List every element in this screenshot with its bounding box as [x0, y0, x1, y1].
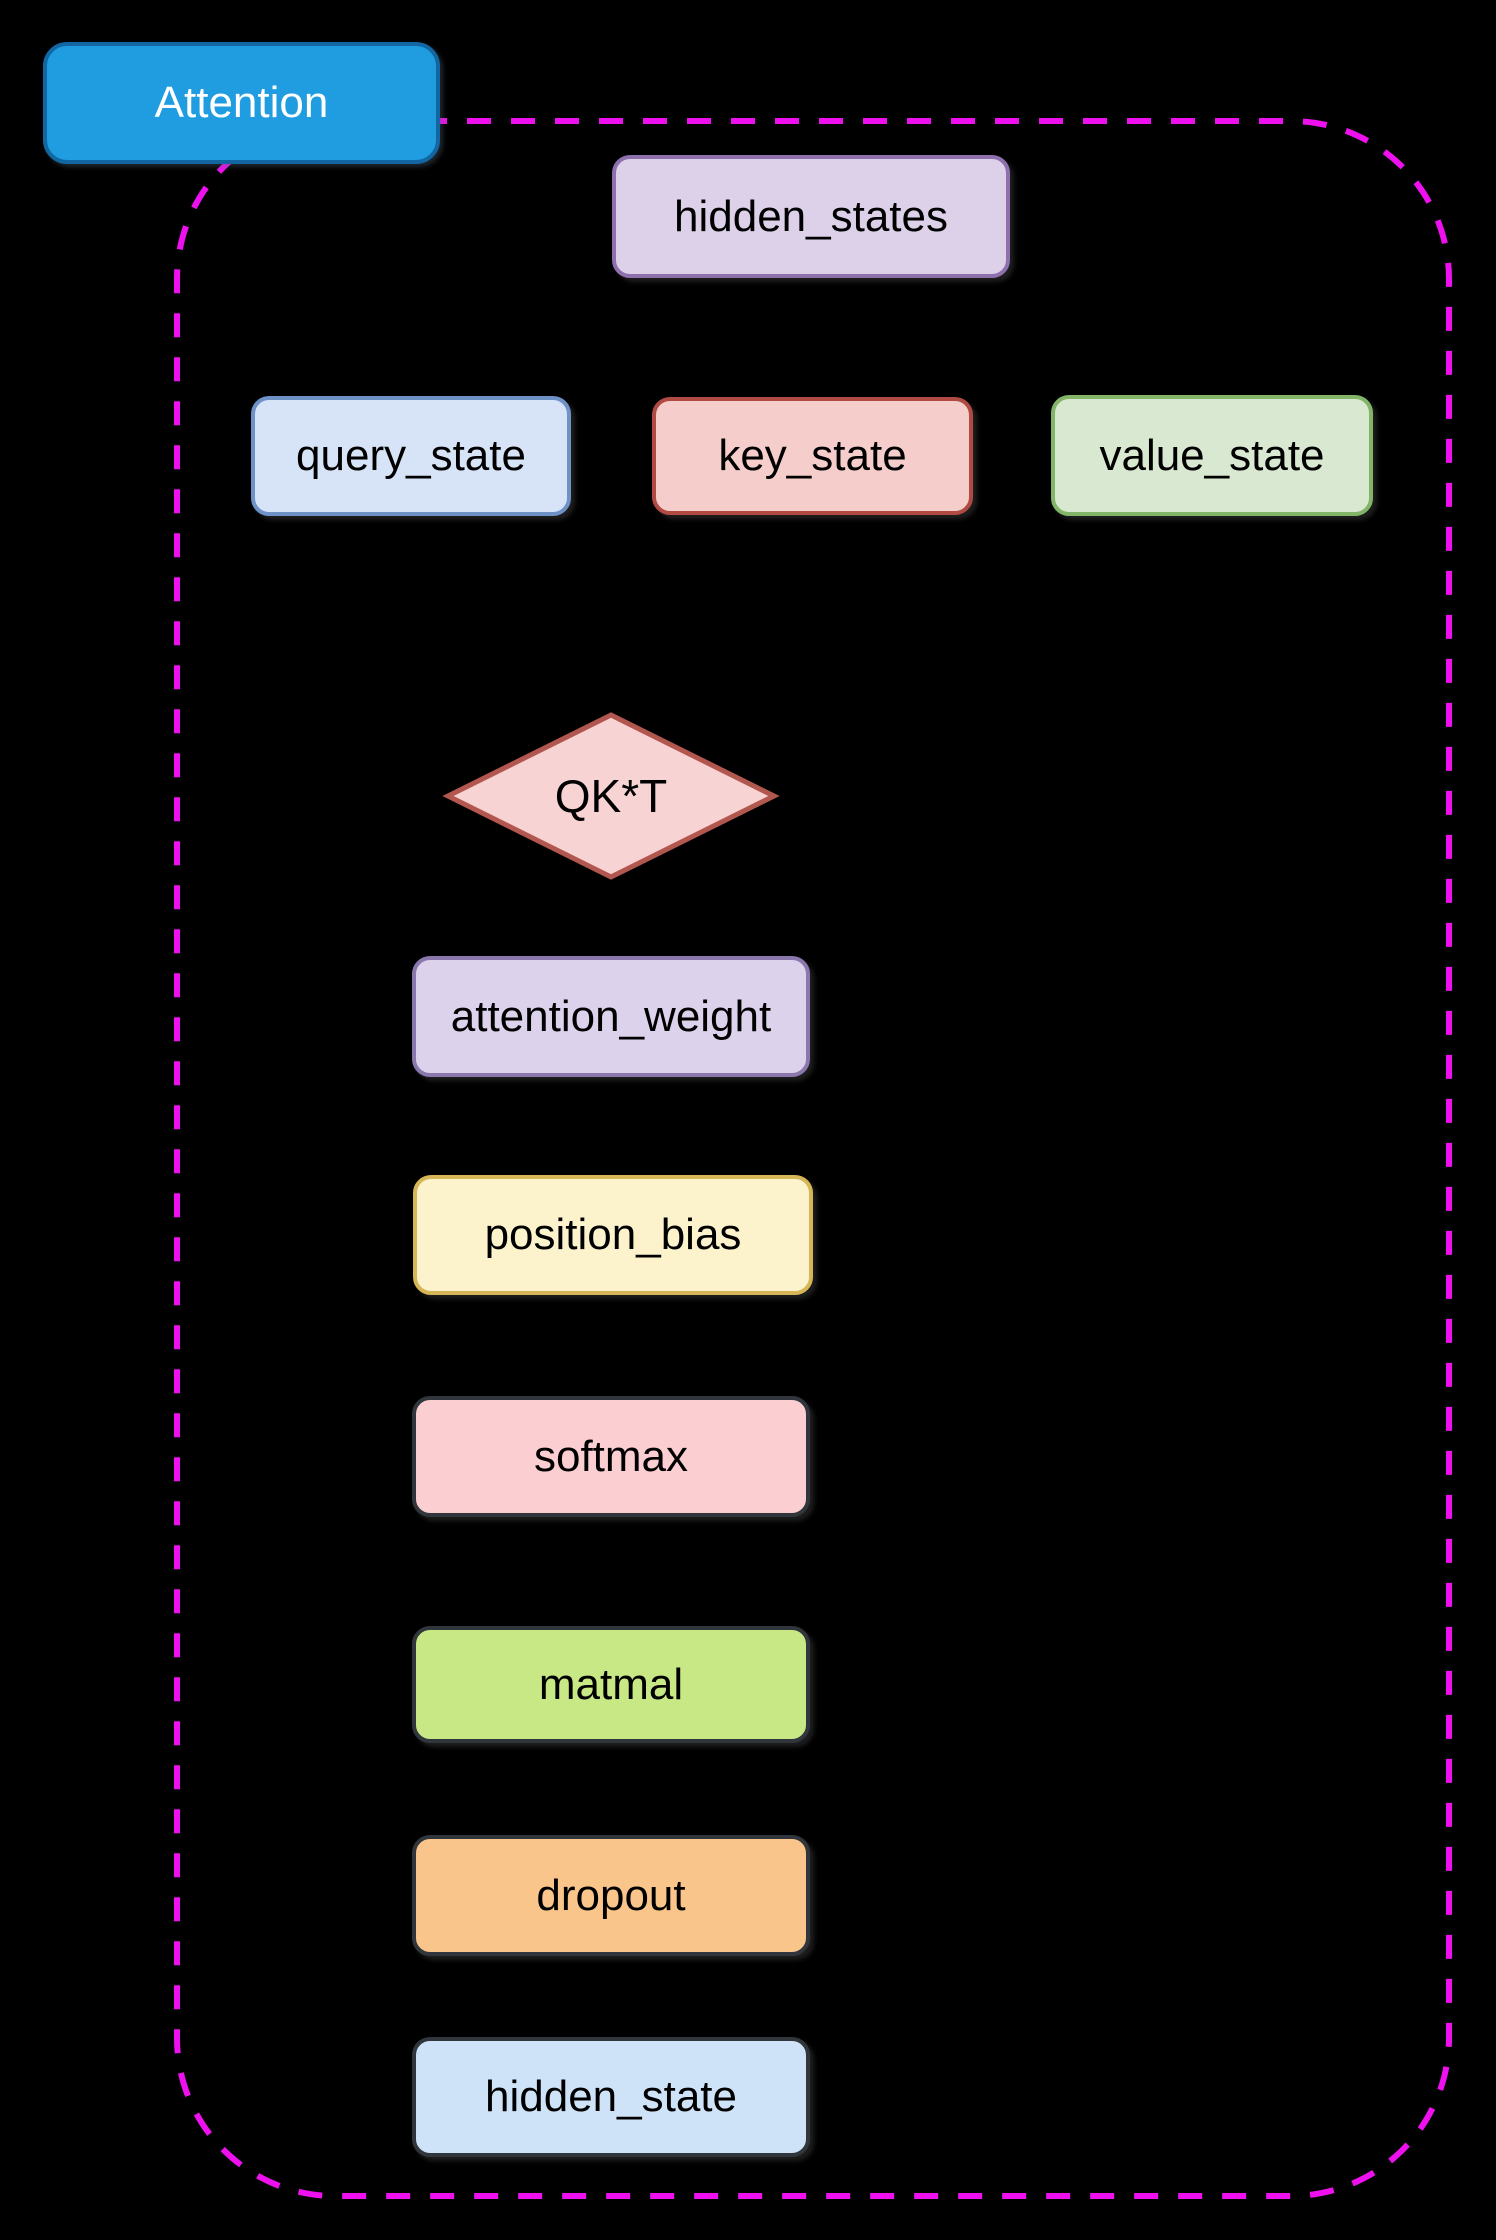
node-hidden-state: hidden_state [412, 2037, 810, 2157]
node-label: position_bias [484, 1210, 742, 1259]
node-query-state: query_state [251, 396, 571, 516]
node-matmal: matmal [412, 1626, 810, 1743]
node-position-bias: position_bias [413, 1175, 813, 1295]
node-softmax: softmax [412, 1396, 810, 1517]
node-label: key_state [718, 431, 907, 480]
qkt-diamond [442, 712, 780, 880]
group-boundary [174, 118, 1452, 2199]
node-hidden-states: hidden_states [612, 155, 1010, 278]
node-qkt: QK*T [448, 715, 774, 877]
node-label: dropout [536, 1870, 686, 1920]
node-attention-weight: attention_weight [412, 956, 810, 1077]
node-label: hidden_states [674, 191, 948, 241]
node-value-state: value_state [1051, 395, 1373, 516]
node-label: attention_weight [450, 991, 772, 1041]
node-label: softmax [533, 1431, 689, 1481]
node-label: value_state [1099, 430, 1325, 480]
node-label: QK*T [554, 770, 668, 822]
node-label: matmal [538, 1659, 684, 1709]
node-label: query_state [296, 431, 526, 480]
group-title-label: Attention [154, 78, 329, 127]
group-title-attention: Attention [43, 42, 440, 164]
node-dropout: dropout [412, 1835, 810, 1956]
node-label: hidden_state [485, 2072, 737, 2121]
node-key-state: key_state [652, 397, 973, 515]
